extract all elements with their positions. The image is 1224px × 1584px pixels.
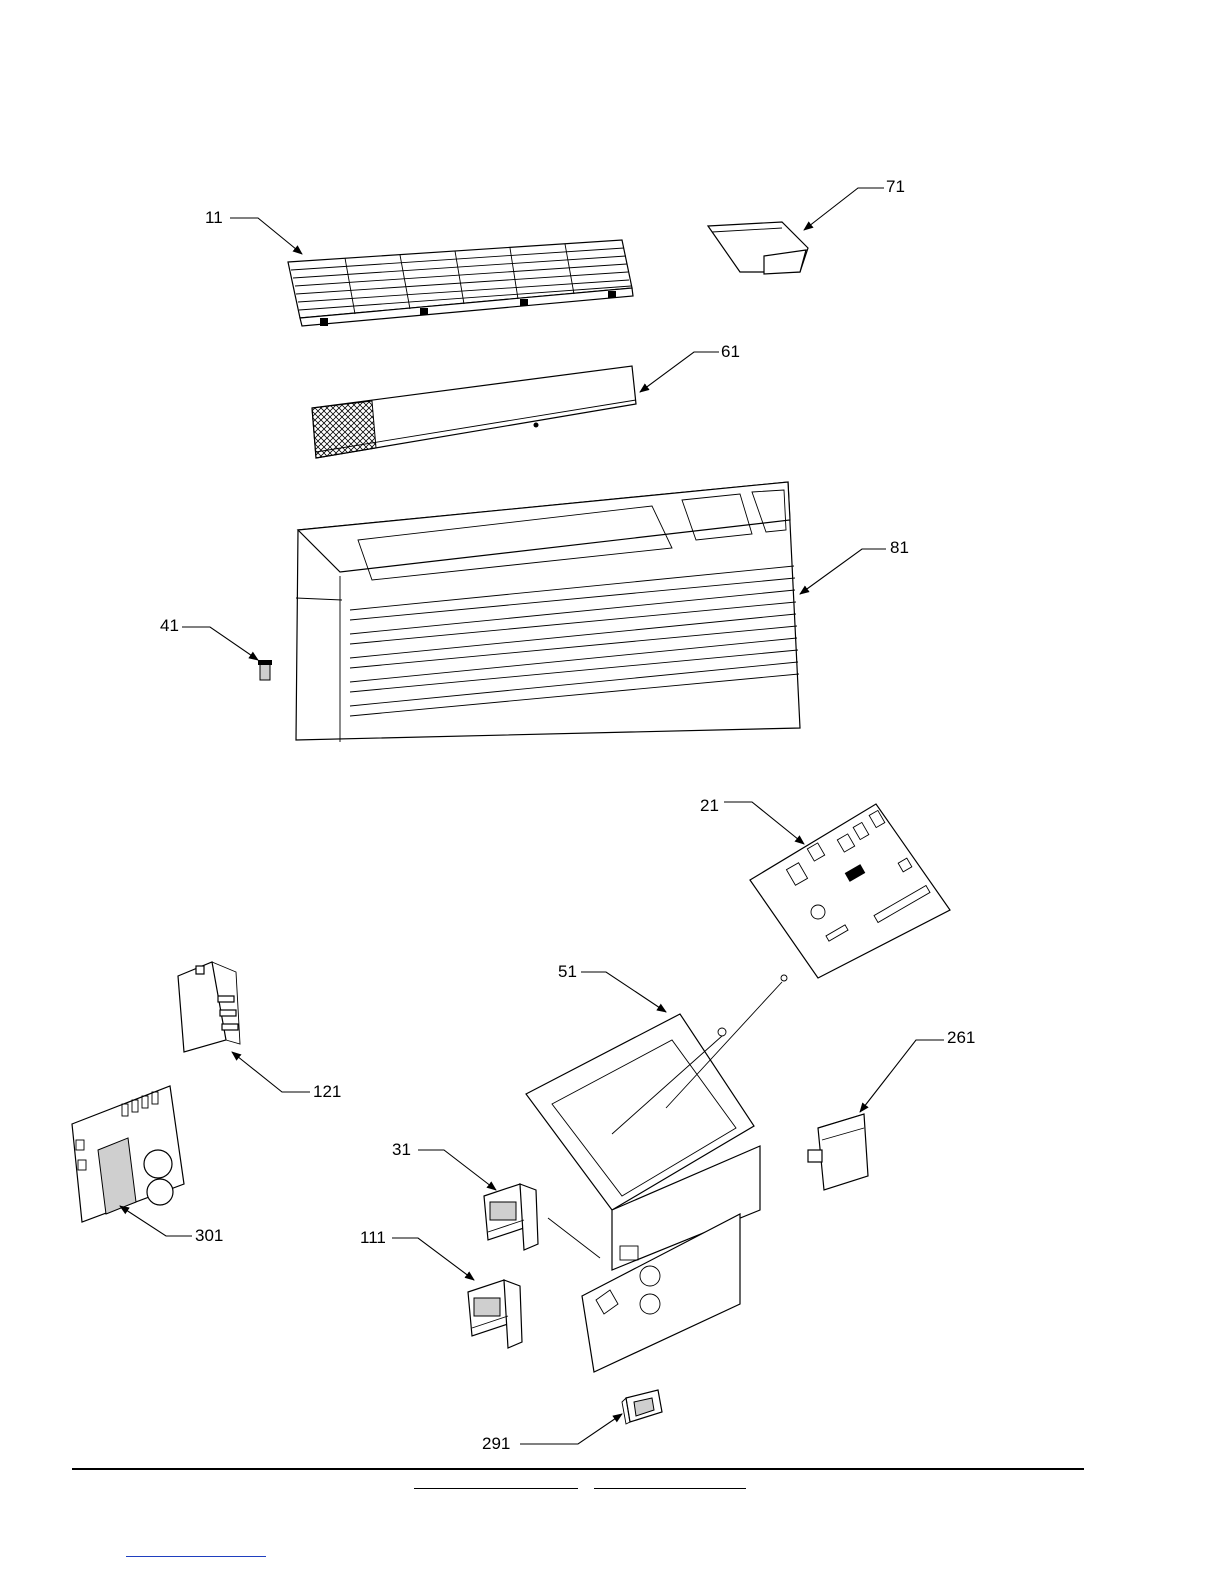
footer-link-underline[interactable]: [126, 1556, 266, 1557]
footer-field-line-right: [594, 1488, 746, 1489]
part-51-control-box: [526, 975, 787, 1372]
part-301-power-board: [72, 1086, 184, 1222]
part-11-grille: [288, 240, 633, 326]
callout-71: 71: [886, 177, 905, 197]
part-31-transformer: [484, 1184, 538, 1250]
part-121-relay: [178, 962, 240, 1052]
footer-field-line-left: [414, 1488, 578, 1489]
part-291-switch: [622, 1390, 662, 1424]
callout-81: 81: [890, 538, 909, 558]
part-111-transformer: [468, 1280, 522, 1348]
callout-261: 261: [947, 1028, 975, 1048]
callout-111: 111: [360, 1228, 386, 1248]
callout-61: 61: [721, 342, 740, 362]
part-41-screw: [258, 660, 272, 680]
part-71-cover: [708, 222, 808, 274]
part-21-control-board: [750, 804, 950, 978]
part-261-component: [808, 1114, 868, 1190]
callout-121: 121: [313, 1082, 341, 1102]
part-61-filter: [312, 366, 636, 458]
callout-291: 291: [482, 1434, 510, 1454]
callout-11: 11: [205, 208, 223, 228]
callout-41: 41: [160, 616, 179, 636]
callout-31: 31: [392, 1140, 411, 1160]
footer-divider: [72, 1468, 1084, 1470]
part-81-front-cabinet: [296, 482, 800, 742]
callout-301: 301: [195, 1226, 223, 1246]
callout-21: 21: [700, 796, 719, 816]
callout-51: 51: [558, 962, 577, 982]
